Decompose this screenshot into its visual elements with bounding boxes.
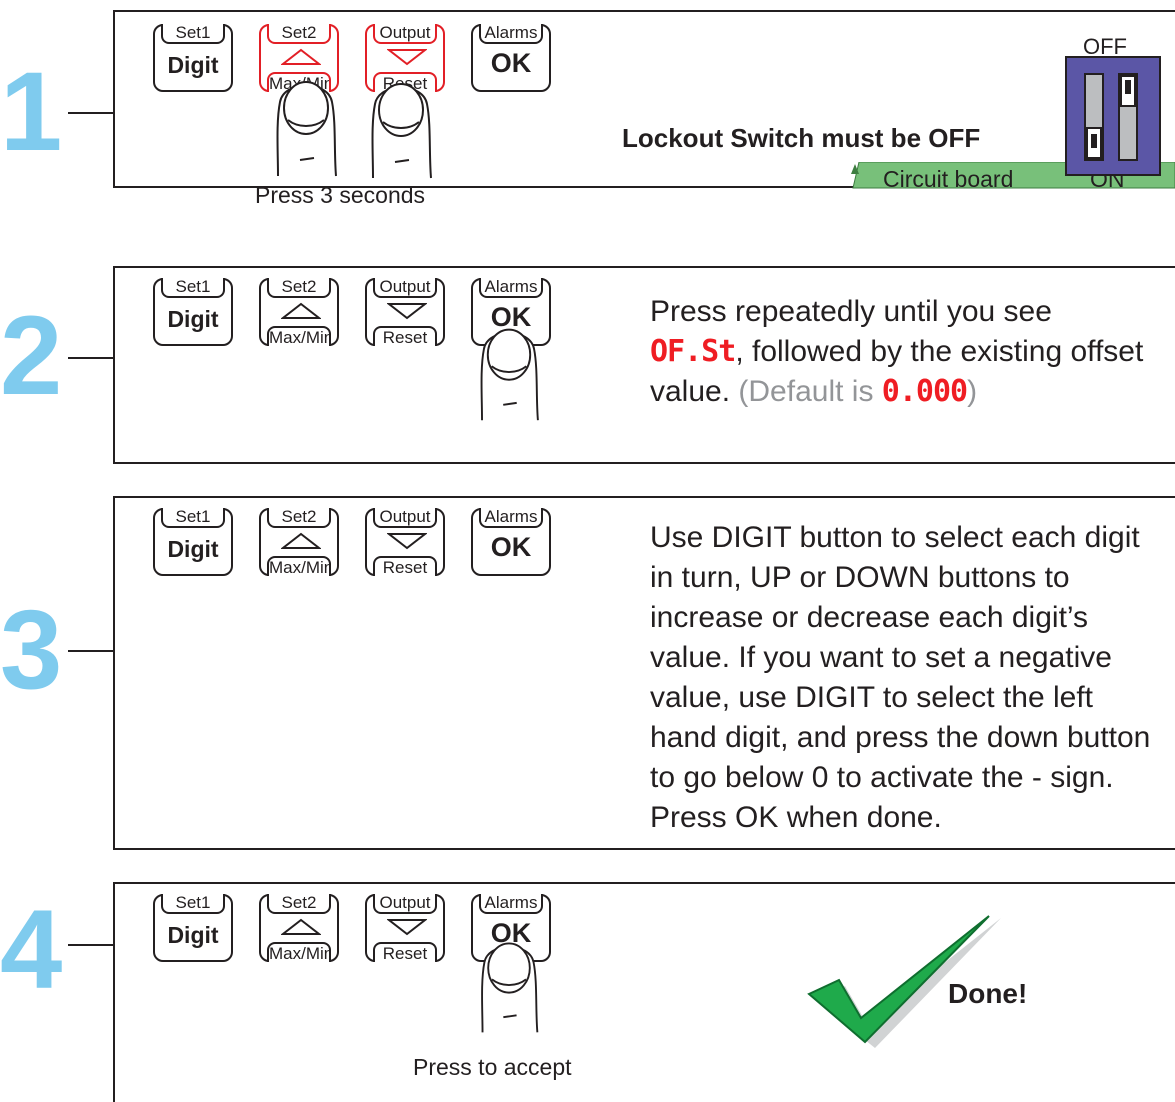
down-button[interactable]: Output Reset: [365, 278, 445, 346]
reset-label: Reset: [373, 942, 437, 962]
instruction-line: in turn, UP or DOWN buttons to: [650, 561, 1070, 594]
finger-press-icon: [481, 942, 539, 1033]
keypad: Set1 Digit Set2 Max/Min Output Reset Ala…: [153, 278, 573, 358]
ok-label: OK: [490, 532, 532, 562]
step-number: 1: [0, 49, 63, 174]
reset-label: Reset: [373, 556, 437, 576]
down-button[interactable]: Output Reset: [365, 508, 445, 576]
digit-label: Digit: [167, 922, 219, 948]
digit-button[interactable]: Set1 Digit: [153, 278, 233, 346]
press-caption: Press to accept: [413, 1054, 572, 1080]
set2-label: Set2: [267, 508, 331, 528]
instruction-line: Press OK when done.: [650, 801, 942, 834]
keypad: Set1 Digit Set2 Max/Min Output Reset Ala…: [153, 508, 573, 588]
up-button[interactable]: Set2 Max/Min: [259, 894, 339, 962]
down-button[interactable]: Output Reset: [365, 24, 445, 92]
maxmin-label: Max/Min: [267, 326, 331, 346]
set1-label: Set1: [161, 508, 225, 528]
circuit-board-label: Circuit board: [883, 166, 1014, 192]
step-number: 4: [0, 887, 63, 1012]
instruction-text: , followed by the existing offset: [735, 335, 1144, 368]
step-panel: Set1 Digit Set2 Max/Min Output Reset Ala…: [113, 496, 1175, 850]
up-arrow-icon: [281, 302, 321, 319]
output-label: Output: [373, 894, 437, 914]
up-arrow-icon: [281, 48, 321, 65]
instruction-line: OF.St, followed by the existing offset: [650, 332, 1170, 372]
down-button[interactable]: Output Reset: [365, 894, 445, 962]
alarms-label: Alarms: [479, 894, 543, 914]
output-label: Output: [373, 508, 437, 528]
digit-label: Digit: [167, 52, 219, 78]
output-label: Output: [373, 24, 437, 44]
down-arrow-icon: [387, 49, 427, 66]
set2-label: Set2: [267, 24, 331, 44]
step-connector: [68, 112, 114, 114]
set2-label: Set2: [267, 894, 331, 914]
up-arrow-icon: [281, 918, 321, 935]
step-connector: [68, 944, 114, 946]
ok-button[interactable]: Alarms OK: [471, 278, 551, 346]
finger-press-icon: [480, 328, 539, 421]
checkmark-icon: [807, 915, 1001, 1048]
step-connector: [68, 357, 114, 359]
instruction-text: value.: [650, 375, 731, 408]
default-note-end: ): [967, 375, 978, 408]
default-note: (Default is: [738, 375, 882, 408]
alarms-label: Alarms: [479, 278, 543, 298]
set2-label: Set2: [267, 278, 331, 298]
dip-switch-graphic: [1065, 56, 1161, 176]
down-arrow-icon: [387, 533, 427, 550]
step-2-instructions: Press repeatedly until you see OF.St, fo…: [650, 292, 1170, 412]
instruction-line: Use DIGIT button to select each digit: [650, 521, 1140, 554]
instruction-line: value. (Default is 0.000): [650, 372, 1170, 412]
instruction-line: value, use DIGIT to select the left: [650, 681, 1093, 714]
step-panel: Set1 Digit Set2 Max/Min Output Reset Ala…: [113, 266, 1175, 464]
digit-label: Digit: [167, 306, 219, 332]
step-panel: Set1 Digit Set2 Max/Min Output Reset Ala…: [113, 882, 1175, 1102]
instruction-line: increase or decrease each digit’s: [650, 601, 1089, 634]
instruction-line: hand digit, and press the down button: [650, 721, 1151, 754]
set1-label: Set1: [161, 24, 225, 44]
step-connector: [68, 650, 114, 652]
reset-label: Reset: [373, 326, 437, 346]
digit-button[interactable]: Set1 Digit: [153, 508, 233, 576]
maxmin-label: Max/Min: [267, 942, 331, 962]
instruction-line: to go below 0 to activate the - sign.: [650, 761, 1114, 794]
default-value: 0.000: [881, 374, 968, 409]
ok-button[interactable]: Alarms OK: [471, 508, 551, 576]
down-arrow-icon: [387, 303, 427, 320]
done-text: Done!: [948, 978, 1028, 1009]
up-button[interactable]: Set2 Max/Min: [259, 278, 339, 346]
ok-label: OK: [490, 48, 532, 78]
up-arrow-icon: [281, 532, 321, 549]
maxmin-label: Max/Min: [267, 556, 331, 576]
display-code: OF.St: [650, 334, 736, 369]
off-label: OFF: [1083, 34, 1127, 59]
up-button[interactable]: Set2 Max/Min: [259, 508, 339, 576]
set1-label: Set1: [161, 278, 225, 298]
keypad: Set1 Digit Set2 Max/Min Output Reset Ala…: [153, 894, 573, 974]
instruction-line: Press repeatedly until you see: [650, 295, 1052, 328]
instruction-line: value. If you want to set a negative: [650, 641, 1112, 674]
step-panel: Set1 Digit Set2 Max/Min Output Reset Ala…: [113, 10, 1175, 208]
finger-press-icon: [276, 81, 337, 177]
step-number: 3: [0, 587, 63, 712]
ok-label: OK: [490, 302, 532, 332]
step-number: 2: [0, 293, 63, 418]
digit-label: Digit: [167, 536, 219, 562]
lockout-text: Lockout Switch must be OFF: [622, 123, 981, 153]
digit-button[interactable]: Set1 Digit: [153, 894, 233, 962]
keypad: Set1 Digit Set2 Max/Min Output Reset Ala…: [153, 24, 573, 104]
step-3-instructions: Use DIGIT button to select each digit in…: [650, 518, 1175, 838]
digit-button[interactable]: Set1 Digit: [153, 24, 233, 92]
press-caption: Press 3 seconds: [255, 182, 426, 208]
ok-button[interactable]: Alarms OK: [471, 24, 551, 92]
finger-press-icon: [371, 83, 432, 179]
alarms-label: Alarms: [479, 508, 543, 528]
output-label: Output: [373, 278, 437, 298]
alarms-label: Alarms: [479, 24, 543, 44]
set1-label: Set1: [161, 894, 225, 914]
down-arrow-icon: [387, 919, 427, 936]
